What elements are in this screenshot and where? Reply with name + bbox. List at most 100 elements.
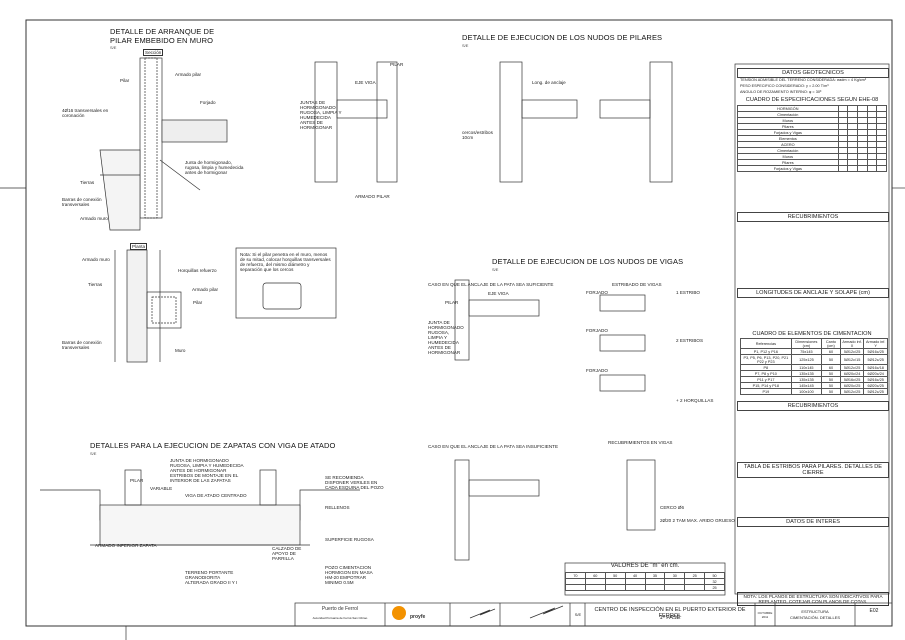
cell: P3, P5, P6, P13, P20, P21 P22 y P23 — [740, 354, 792, 365]
zapatas-title: DETALLES PARA LA EJECUCION DE ZAPATAS CO… — [90, 441, 336, 450]
plan-number: E02 — [869, 608, 879, 614]
label-tierras-2: Tierras — [88, 282, 103, 287]
label-dos-estribos: 2 ESTRIBOS — [676, 338, 704, 343]
label-junta: Junta de hormigonado, rugosa, limpia y h… — [185, 160, 244, 175]
recubrimientos-header-2: RECUBRIMIENTOS — [737, 401, 889, 411]
label-barras-conexion: Barras de conexión transversales — [62, 197, 102, 207]
label-forjado-2: FORJADO — [586, 328, 608, 333]
label-junta-z: JUNTA DE HORMIGONADO RUGOSA, LIMPIA Y HU… — [170, 458, 244, 473]
label-superficie: SUPERFICIE RUGOSA — [325, 537, 374, 542]
arranque-title: DETALLE DE ARRANQUE DE PILAR EMBEBIDO EN… — [110, 27, 215, 45]
label-un-estribo: 1 ESTRIBO — [676, 290, 700, 295]
valores-last: 25 — [704, 584, 725, 591]
label-cercos: cercos/estribos 10cm — [462, 130, 493, 140]
plan-subtitle: CIMENTACIÓN. DETALLES — [789, 615, 841, 620]
col-header: Canto (cm) — [821, 338, 841, 349]
label-long-anclaje: Long. de anclaje — [532, 80, 566, 85]
geo-row: ANGULO DE ROZAMIENTO INTERNO: φ = 30º — [740, 90, 822, 94]
valores-table: 70 60 50 40 35 30 25 50 32 25 — [565, 572, 725, 591]
date: OCTUBRE 2011 — [757, 611, 773, 619]
label-armado-muro-2: Armado muro — [82, 257, 110, 262]
geo-row: PESO ESPECIFICO CONSIDERADO: γ = 2.00 T/… — [740, 84, 829, 88]
label-estribos-z: ESTRIBOS DE MONTAJE EN EL INTERIOR DE LA… — [170, 473, 239, 483]
cell: 50 — [821, 388, 841, 395]
cell: 5Ø12c/15 — [839, 354, 865, 365]
cell: 50 — [821, 354, 841, 365]
scale: S/E — [574, 612, 582, 617]
label-viga-atado: VIGA DE ATADO CENTRADO — [185, 493, 247, 498]
label-junta-np: JUNTAS DE HORMIGONADO RUGOSA, LIMPIA Y H… — [300, 100, 342, 130]
label-variable-z: VARIABLE — [150, 486, 173, 491]
label-armado-inferior: ARMADO INFERIOR ZAPATA — [95, 543, 157, 548]
cell: 5Ø12c/25 — [839, 388, 865, 395]
col-header: Referencias — [740, 338, 792, 349]
label-terreno: TERRENO PORTANTE GRANODIORITA ALTERADA G… — [185, 570, 238, 585]
label-recomienda: SE RECOMIENDA DISPONER VERILES EN CADA E… — [325, 475, 384, 490]
cell: 125x125 — [790, 354, 823, 365]
cell: P19 — [740, 388, 792, 395]
valores-title: VALORES DE "m" en cm. — [610, 563, 680, 569]
label-horquillas: Horquillas refuerzo — [178, 268, 217, 273]
cell: 100x100 — [790, 388, 823, 395]
col-header: Armado inf. Y — [863, 338, 888, 349]
label-horquillas-v: + 2 HORQUILLAS — [676, 398, 714, 403]
cuadro-elementos-table: Referencias Dimensiones (cm) Canto (cm) … — [740, 338, 888, 395]
label-muro: Muro — [175, 348, 186, 353]
especificaciones-table: HORMIGÓN Cimentación Muros Pilares Forja… — [737, 105, 887, 172]
label-calzado: CALZADO DE APOYO DE PARRILLA — [272, 546, 302, 561]
label-barras-conexion-2: Barras de conexión transversales — [62, 340, 102, 350]
client-sub: Autoridad Portuaria de Ferrol-San Cibrao — [312, 616, 368, 620]
arranque-note: Nota: Si el pilar penetra en el muro, me… — [240, 252, 331, 272]
datos-geotecnicos-header: DATOS GEOTECNICOS — [737, 68, 889, 78]
label-caso-insuficiente: CASO EN QUE EL ANCLAJE DE LA PATA SEA IN… — [428, 444, 559, 449]
col-header: Dimensiones (cm) — [790, 338, 823, 349]
label-junta-v: JUNTA DE HORMIGONADO RUGOSA, LIMPIA Y HU… — [428, 320, 464, 355]
label-eje-viga-v: EJE VIGA — [488, 291, 509, 296]
company-name: proyfe — [410, 614, 426, 620]
especificaciones-header: CUADRO DE ESPECIFICACIONES SEGUN EHE-08 — [737, 96, 887, 104]
plan-title: ESTRUCTURA — [801, 609, 829, 614]
label-armado-muro: Armado muro — [80, 216, 108, 221]
nudos-pilares-scale: S/E — [462, 43, 469, 48]
datos-interes-header: DATOS DE INTERES — [737, 517, 889, 527]
label-cerco: CERCO Ø6 — [660, 505, 684, 510]
spec-row: Forjados y Vigas — [737, 165, 839, 172]
longitudes-header: LONGITUDES DE ANCLAJE Y SOLAPE (cm) — [737, 288, 889, 298]
label-tierras: Tierras — [80, 180, 95, 185]
label-armado-grueso: 2Ø20 2 TAM MAX. ARIDO GRUESO — [660, 518, 735, 523]
nudos-vigas-scale: S/E — [492, 267, 499, 272]
label-forjado: Forjado — [200, 100, 216, 105]
client-name: Puerto de Ferrol — [321, 606, 359, 612]
cuadro-elementos-header: CUADRO DE ELEMENTOS DE CIMENTACION — [737, 330, 887, 338]
label-transversales: 4Ø16 transversales en coronación — [62, 108, 109, 118]
label-armado-pilar: Armado pilar — [175, 72, 202, 77]
geo-row: TENSION ADMISIBLE DEL TERRENO CONSIDERAD… — [740, 78, 867, 82]
tabla-estribos-header: TABLA DE ESTRIBOS PARA PILARES. DETALLES… — [737, 462, 889, 478]
arranque-scale: S/E — [110, 45, 117, 50]
project-title: CENTRO DE INSPECCIÓN EN EL PUERTO EXTERI… — [594, 607, 746, 619]
label-forjado-1: FORJADO — [586, 290, 608, 295]
label-pilar-2: Pilar — [193, 300, 203, 305]
label-forjado-3: FORJADO — [586, 368, 608, 373]
nudos-vigas-title: DETALLE DE EJECUCION DE LOS NUDOS DE VIG… — [492, 257, 684, 266]
label-relleno: RELLENOS — [325, 505, 350, 510]
cell: 5Ø12c/25 — [863, 354, 888, 365]
proyfe-logo-icon — [392, 606, 406, 620]
label-pilar-np: PILAR — [390, 62, 404, 67]
label-caso-suficiente: CASO EN QUE EL ANCLAJE DE LA PATA SEA SU… — [428, 282, 554, 287]
label-planta: Planta — [130, 243, 148, 250]
label-pilar: Pilar — [120, 78, 130, 83]
label-pozo: POZO CIMENTACION HORMIGON EN MASA HM-20 … — [325, 565, 373, 585]
project-phase: 1ª FASE — [659, 615, 681, 621]
recubrimientos-header-1: RECUBRIMIENTOS — [737, 212, 889, 222]
label-pilar-v: PILAR — [445, 300, 459, 305]
col-header: Armado inf. X — [839, 338, 865, 349]
cell: 5Ø12c/25 — [863, 388, 888, 395]
label-armado-pilar-np: ARMADO PILAR — [355, 194, 390, 199]
nudos-pilares-title: DETALLE DE EJECUCION DE LOS NUDOS DE PIL… — [462, 33, 663, 42]
label-pilar-z: PILAR — [130, 478, 144, 483]
